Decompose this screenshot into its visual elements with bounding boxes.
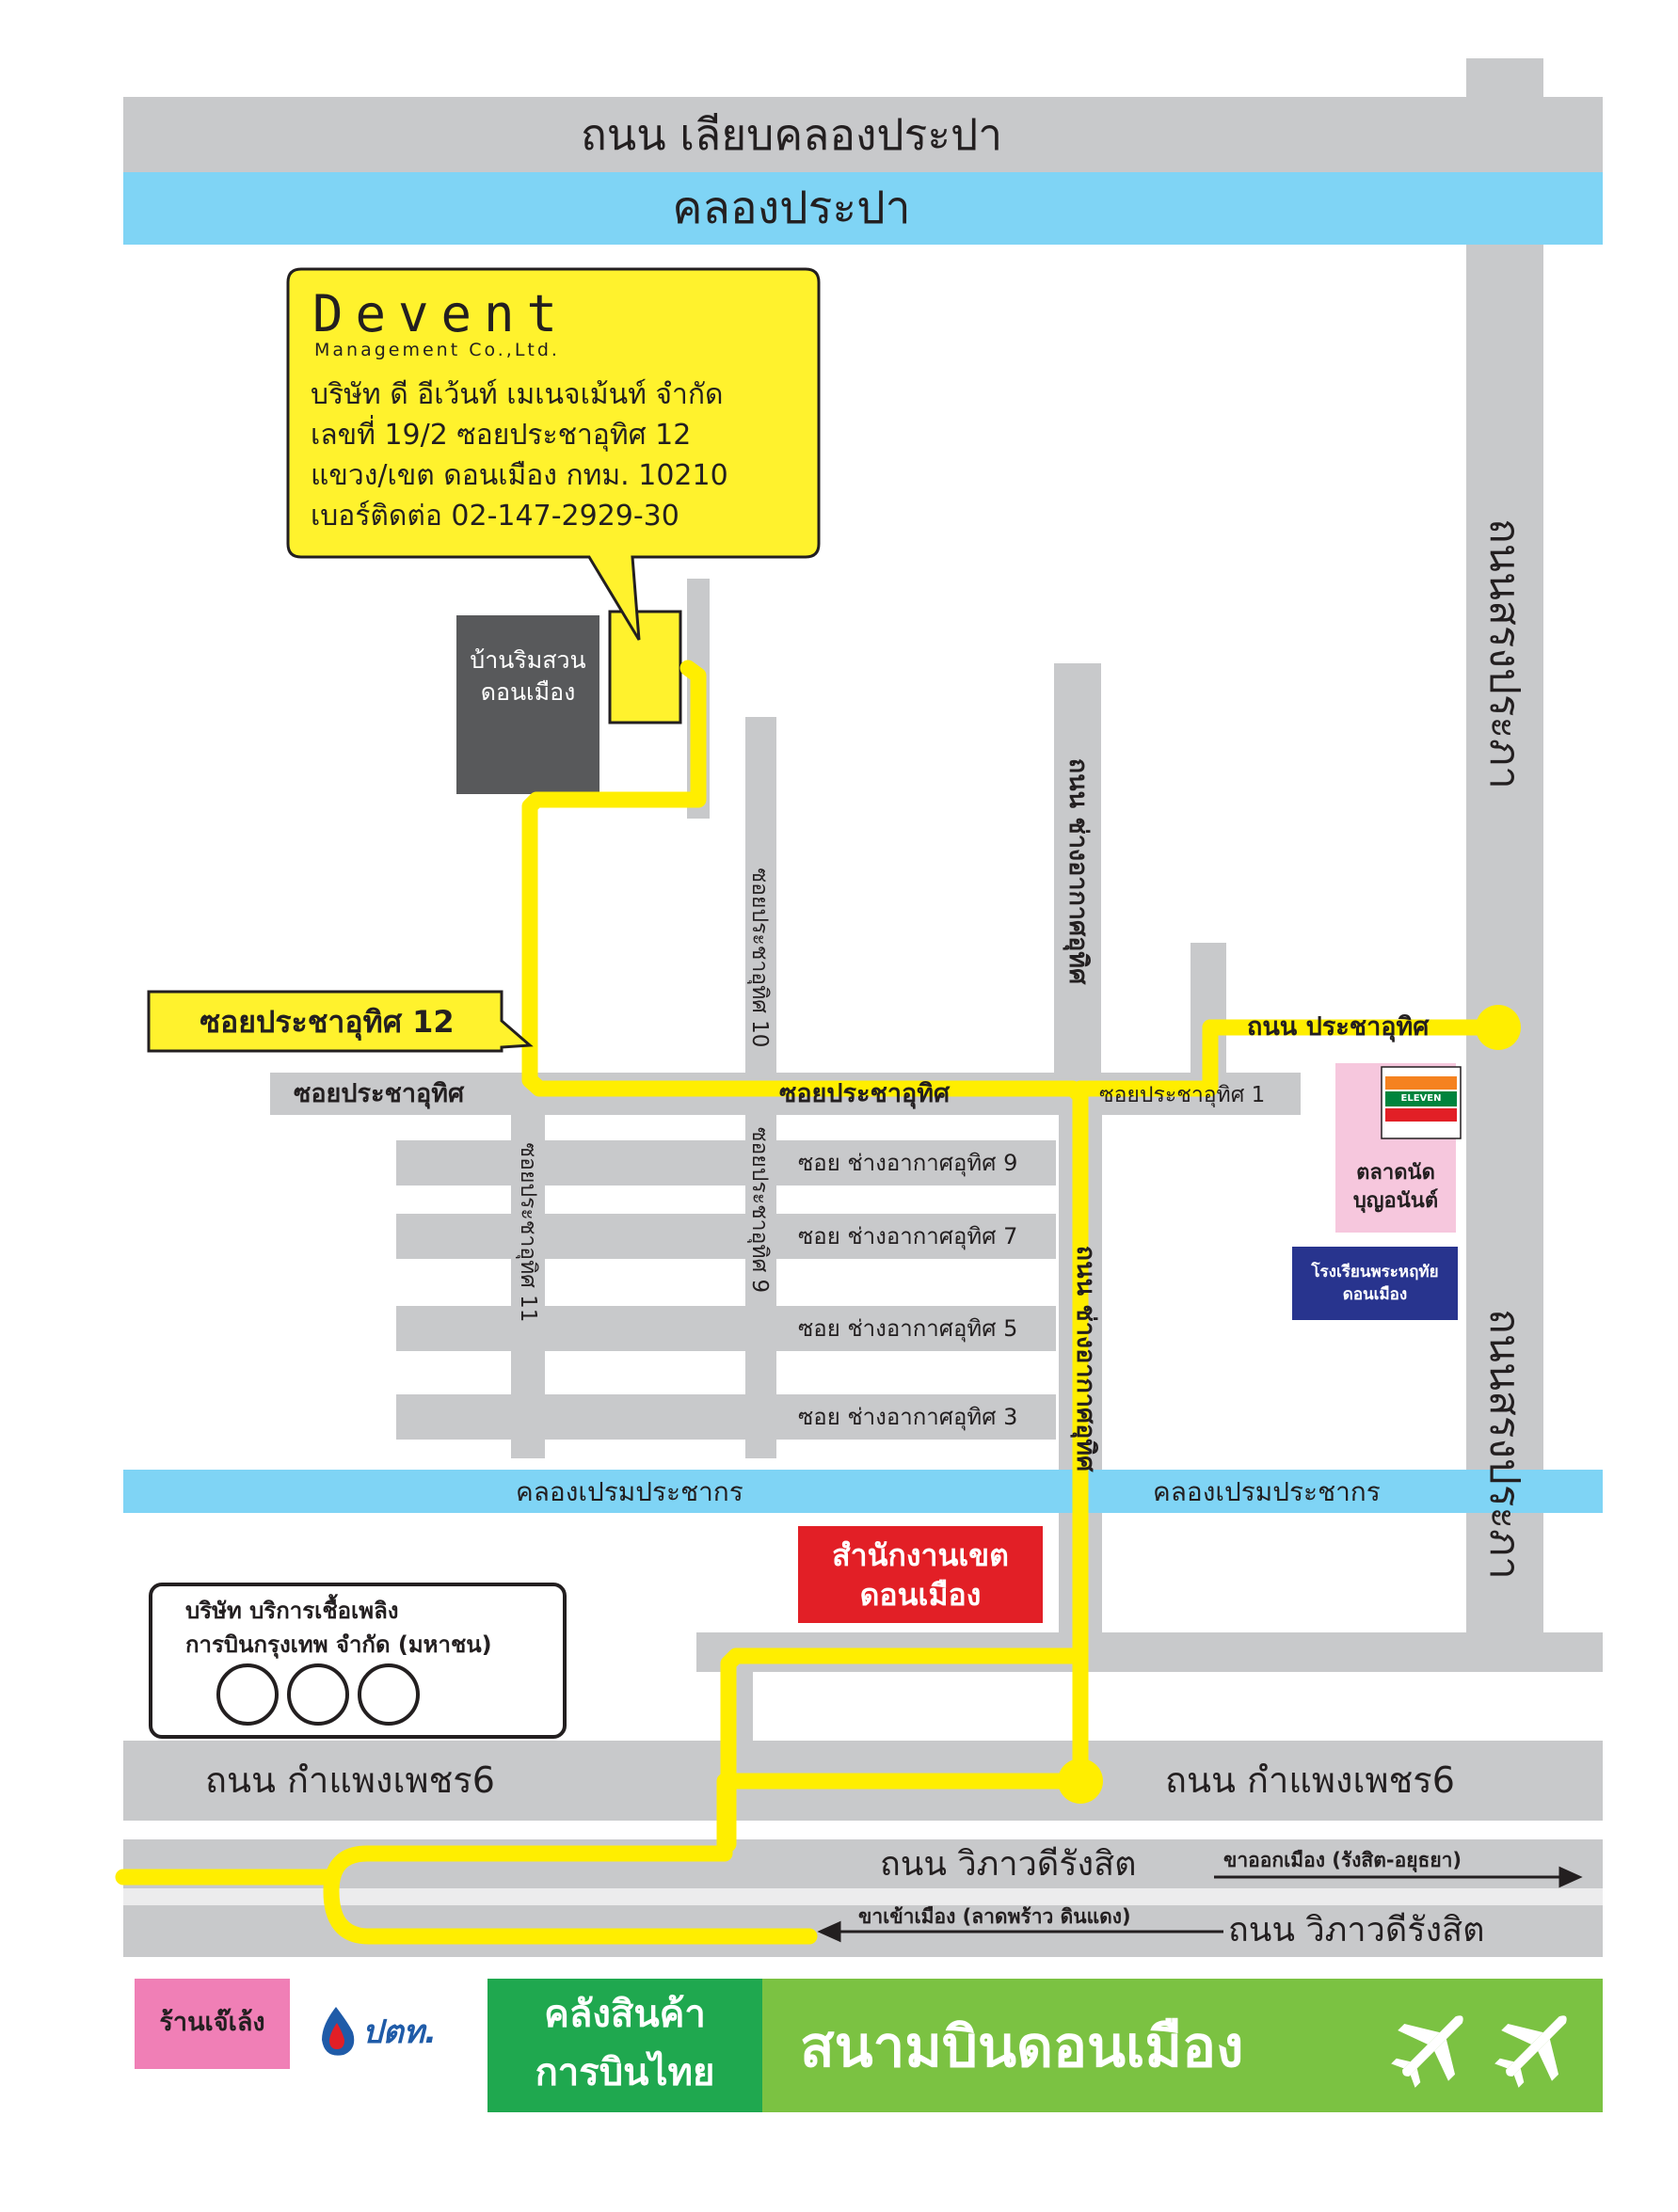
shop-label: ร้านเจ๊เล้ง [159,2008,265,2037]
direction-inbound: ขาเข้าเมือง (ลาดพร้าว ดินแดง) [858,1905,1131,1928]
market-label: ตลาดนัด บุญอนันต์ [1335,1159,1456,1216]
road-changakat-3 [396,1394,1056,1440]
road-label-soi-10: ซอยประชาอุทิศ 10 [747,867,772,1048]
canal-label-prem-left: คลองเปรมประชากร [516,1476,743,1507]
road-label-soi-prachauthit-mid: ซอยประชาอุทิศ [779,1079,951,1108]
road-connector-stub [734,1665,753,1745]
road-changakat-upper [1054,663,1101,1077]
road-changakat-9 [396,1140,1056,1186]
village-label-line2: ดอนเมือง [480,678,576,706]
road-label-changakat-7: ซอย ช่างอากาศอุทิศ 7 [798,1223,1018,1249]
shop-box [135,1979,290,2069]
seven-stripe-green [1385,1091,1457,1106]
fuel-logo-circle [216,1663,279,1726]
road-soi-10 [745,717,776,1079]
road-label-prachauthit: ถนน ประชาอุทิศ [1247,1012,1430,1042]
school-label-line2: ดอนเมือง [1342,1285,1408,1304]
road-label-changakat-3: ซอย ช่างอากาศอุทิศ 3 [798,1404,1018,1430]
inbound-arrow [817,1920,1223,1943]
ptt-logo-icon [322,2007,355,2056]
road-label-changakat-upper: ถนน ช่างอากาศอุทิศ [1063,757,1093,985]
airplane-icon [1494,2015,1567,2088]
cargo-box [487,1979,762,2112]
fuel-company-box [149,1583,567,1739]
company-name: บริษัท ดี อีเว้นท์ เมเนจเม้นท์ จำกัด [311,378,724,411]
cargo-label-line1: คลังสินค้า [544,1993,706,2036]
company-address: เลขที่ 19/2 ซอยประชาอุทิศ 12 [311,419,692,452]
airport-label: สนามบินดอนเมือง [800,2014,1244,2080]
village-label-line1: บ้านริมสวน [470,646,586,674]
village-building [456,615,599,794]
company-logo: Devent [312,284,570,343]
school-label-line1: โรงเรียนพระหฤทัย [1311,1263,1439,1281]
soi-12-label: ซอยประชาอุทิศ 12 [200,1004,455,1040]
canal-khlong-prem-prachakorn [123,1470,1603,1513]
destination-building [608,610,682,724]
market-label-line2: บุญอนันต์ [1352,1189,1439,1213]
address-callout [286,267,821,641]
company-phone: เบอร์ติดต่อ 02-147-2929-30 [311,500,679,533]
road-liap-khlong-prapa [123,97,1603,172]
district-office-label: สำนักงานเขต ดอนเมือง [798,1536,1043,1615]
fuel-logo-circle [287,1663,349,1726]
road-label-song-prapha-upper: ถนนสรงประภา [1480,518,1528,789]
district-office-line1: สำนักงานเขต [832,1537,1009,1573]
ptt-label: ปตท. [362,2013,437,2051]
company-logo-sub: Management Co.,Ltd. [314,340,560,360]
route-point-kamphaeng [1058,1758,1103,1804]
direction-outbound: ขาออกเมือง (รังสิต-อยุธยา) [1223,1849,1462,1871]
road-label-changakat-lower: ถนน ช่างอากาศอุทิศ [1071,1245,1100,1472]
fuel-company-line1: บริษัท บริการเชื้อเพลิง [185,1598,399,1624]
seven-eleven-label: ELEVEN [1400,1093,1442,1104]
road-label-vibhavadi-top: ถนน วิภาวดีรังสิต [880,1845,1137,1884]
road-label-liap-khlong-prapa: ถนน เลียบคลองประปา [580,109,1003,160]
road-network [123,58,1603,1957]
fuel-company-name: บริษัท บริการเชื้อเพลิง การบินกรุงเทพ จำ… [185,1594,492,1662]
school-building [1292,1247,1458,1320]
outbound-arrow [1214,1866,1583,1888]
route-path [115,660,1507,1945]
route-point-prachauthit [1476,1005,1521,1050]
fuel-company-line2: การบินกรุงเทพ จำกัด (มหาชน) [185,1631,492,1658]
road-label-kamphaeng-left: ถนน กำแพงเพชร6 [205,1759,495,1801]
road-label-soi-prachauthit-left: ซอยประชาอุทิศ [294,1079,465,1108]
canal-khlong-prapa [123,172,1603,245]
road-label-kamphaeng-right: ถนน กำแพงเพชร6 [1165,1759,1455,1801]
road-song-prapha [1466,58,1543,1639]
cargo-label: คลังสินค้า การบินไทย [487,1985,762,2102]
canal-label-khlong-prapa: คลองประปา [672,182,911,234]
road-label-vibhavadi-bottom: ถนน วิภาวดีรังสิต [1228,1911,1485,1949]
road-label-changakat-5: ซอย ช่างอากาศอุทิศ 5 [798,1315,1018,1342]
road-label-changakat-9: ซอย ช่างอากาศอุทิศ 9 [798,1150,1018,1176]
soi-12-tag [147,990,534,1053]
canal-label-prem-right: คลองเปรมประชากร [1153,1476,1381,1507]
road-label-song-prapha-lower: ถนนสรงประภา [1480,1309,1528,1580]
company-district: แขวง/เขต ดอนเมือง กทม. 10210 [311,459,728,492]
road-divider [123,1888,1603,1905]
road-changakat-7 [396,1214,1056,1259]
seven-stripe-orange [1385,1076,1457,1090]
road-label-soi-9: ซอยประชาอุทิศ 9 [747,1126,772,1294]
seven-stripe-red [1385,1108,1457,1122]
fuel-logo-circle [358,1663,420,1726]
airplane-icon [1391,2015,1463,2088]
road-label-soi-11: ซอยประชาอุทิศ 11 [516,1142,540,1323]
village-label: บ้านริมสวน ดอนเมือง [456,645,599,708]
cargo-label-line2: การบินไทย [535,2051,715,2094]
road-changakat-5 [396,1306,1056,1351]
road-label-soi-prachauthit-1: ซอยประชาอุทิศ 1 [1099,1083,1266,1107]
school-label: โรงเรียนพระหฤทัย ดอนเมือง [1292,1261,1458,1306]
district-office-line2: ดอนเมือง [859,1577,982,1613]
airport-box [762,1979,1603,2112]
district-office-building [798,1526,1043,1623]
market-label-line1: ตลาดนัด [1356,1161,1435,1185]
